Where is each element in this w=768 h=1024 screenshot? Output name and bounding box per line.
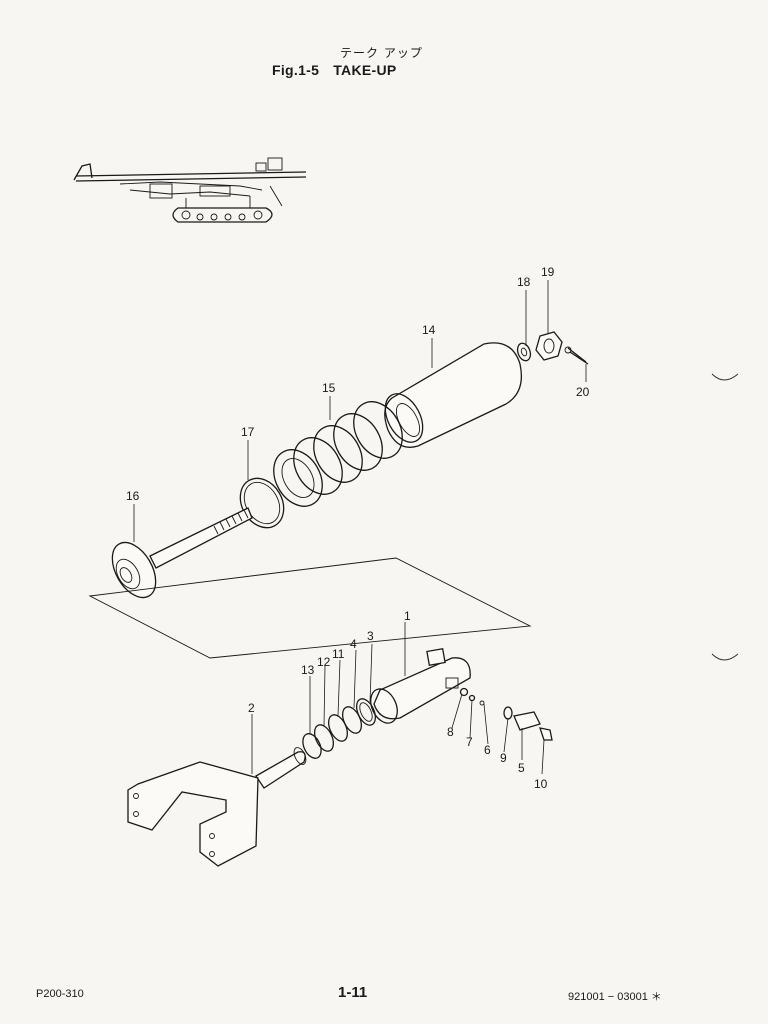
catalog-code: 921001 − 03001 ＊ bbox=[568, 991, 662, 1003]
callout-8: 8 bbox=[447, 725, 454, 739]
callout-7: 7 bbox=[466, 735, 473, 749]
part-11-ring bbox=[327, 714, 349, 742]
callout-15: 15 bbox=[322, 381, 336, 395]
callout-17: 17 bbox=[241, 425, 255, 439]
figure-name: TAKE-UP bbox=[333, 62, 397, 78]
callout-leaders bbox=[133, 280, 587, 775]
callout-20: 20 bbox=[576, 385, 590, 399]
subassembly-outline bbox=[88, 557, 532, 659]
callout-14: 14 bbox=[422, 323, 436, 337]
part-1-cylinder bbox=[370, 647, 471, 724]
model-code: P200-310 bbox=[36, 988, 84, 1000]
binder-hole-mark-lower bbox=[711, 653, 739, 661]
part-10-grease-fitting bbox=[539, 727, 553, 741]
part-6-spring bbox=[479, 700, 485, 706]
callout-12: 12 bbox=[317, 655, 331, 669]
part-18-washer bbox=[516, 342, 532, 362]
figure-title: Fig.1-5 TAKE-UP bbox=[272, 62, 411, 78]
callout-2: 2 bbox=[248, 701, 255, 715]
part-7-ball bbox=[468, 694, 476, 702]
callout-9: 9 bbox=[500, 751, 507, 765]
callout-16: 16 bbox=[126, 489, 140, 503]
callout-19: 19 bbox=[541, 265, 555, 279]
binder-hole-mark-upper bbox=[711, 373, 739, 381]
part-15-spring bbox=[273, 401, 403, 507]
callout-3: 3 bbox=[367, 629, 374, 643]
part-13-ring bbox=[302, 733, 322, 759]
callout-13: 13 bbox=[301, 663, 315, 677]
part-2-yoke bbox=[127, 747, 307, 867]
part-14-cover bbox=[384, 342, 523, 448]
callout-11: 11 bbox=[332, 647, 345, 661]
figure-number: Fig.1-5 bbox=[272, 62, 320, 78]
callout-labels: 1 2 3 4 5 6 7 8 9 10 11 12 13 14 15 16 1… bbox=[126, 265, 590, 791]
figure-title-japanese: テーク アップ bbox=[340, 46, 423, 60]
callout-5: 5 bbox=[518, 761, 525, 775]
part-12-ring bbox=[313, 724, 335, 752]
callout-1: 1 bbox=[404, 609, 411, 623]
part-5-valve bbox=[513, 711, 541, 731]
part-19-nut bbox=[535, 331, 563, 361]
callout-4: 4 bbox=[350, 637, 357, 651]
part-8-plug bbox=[459, 687, 469, 697]
part-20-cotter-pin bbox=[564, 346, 589, 365]
part-9-washer bbox=[503, 706, 513, 720]
page-number: 1-11 bbox=[338, 984, 368, 1001]
machine-thumbnail bbox=[73, 157, 307, 223]
callout-6: 6 bbox=[484, 743, 491, 757]
callout-10: 10 bbox=[534, 777, 548, 791]
part-16-rod bbox=[111, 507, 253, 599]
callout-18: 18 bbox=[517, 275, 531, 289]
